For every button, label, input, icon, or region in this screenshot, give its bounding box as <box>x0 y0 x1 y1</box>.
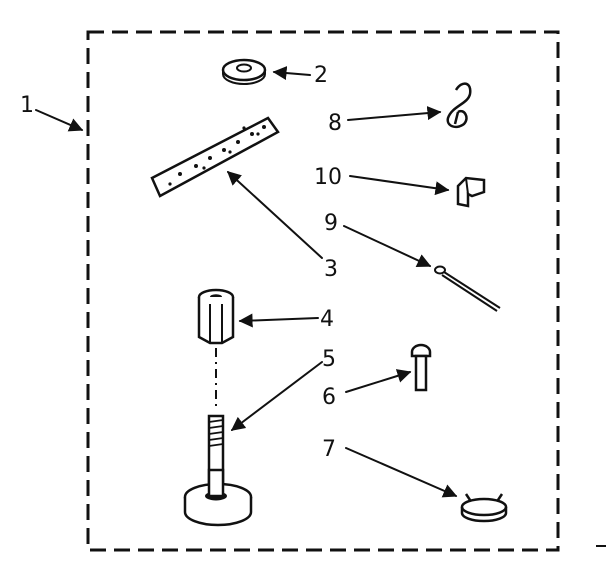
callout-hook: 8 <box>328 111 342 136</box>
round-washer-icon <box>221 58 267 85</box>
hook-clip-icon <box>446 82 472 129</box>
leader-plate <box>226 171 323 259</box>
leveling-leg-icon <box>183 414 253 527</box>
cable-clip-icon <box>456 176 486 208</box>
leader-kit <box>35 109 84 132</box>
leader-nut <box>238 313 319 328</box>
leader-leg <box>230 361 323 431</box>
rivet-icon <box>410 343 432 392</box>
kit-border <box>86 30 560 552</box>
hex-nut-icon <box>197 288 235 345</box>
callout-clamp: 7 <box>322 437 336 462</box>
callout-rivet: 6 <box>322 385 336 410</box>
callout-leg: 5 <box>322 347 336 372</box>
leader-rivet <box>345 369 412 393</box>
callout-kit: 1 <box>20 93 34 118</box>
cotter-pin-icon <box>434 265 501 312</box>
leader-clamp <box>345 447 458 498</box>
callout-pin: 9 <box>324 211 338 236</box>
leader-cable-clip <box>349 175 450 196</box>
hose-clamp-icon <box>460 493 508 523</box>
callout-washer: 2 <box>314 63 328 88</box>
callout-cable-clip: 10 <box>314 165 342 190</box>
callout-nut: 4 <box>320 307 334 332</box>
leader-hook <box>347 106 442 121</box>
leader-pin <box>343 225 432 268</box>
leader-washer <box>272 66 311 81</box>
callout-plate: 3 <box>324 257 338 282</box>
perforated-plate-icon <box>150 116 280 198</box>
